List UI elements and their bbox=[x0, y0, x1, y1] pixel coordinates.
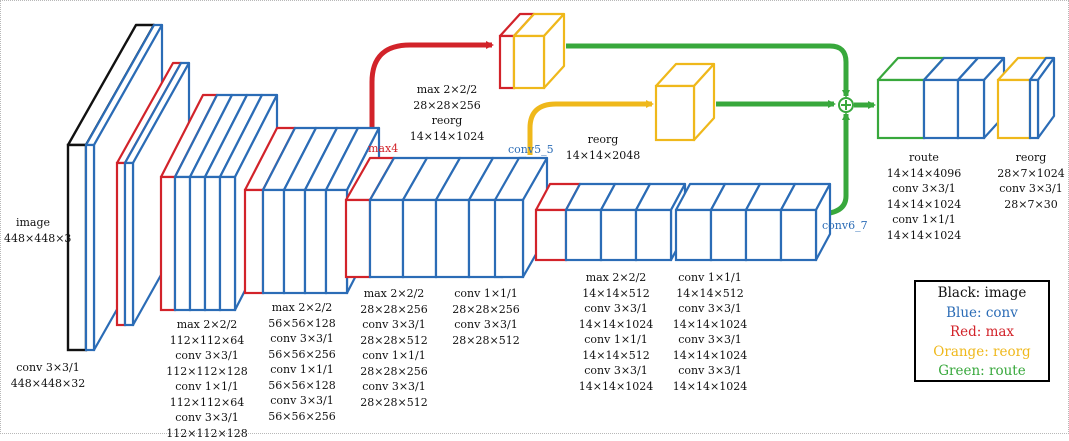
label-stage3b: conv 1×1/1 28×28×256 conv 3×3/1 28×28×51… bbox=[452, 287, 520, 347]
layer-blocks bbox=[66, 12, 1056, 352]
legend: Black: image Blue: conv Red: max Orange:… bbox=[914, 280, 1050, 382]
route-top-arrow bbox=[566, 43, 850, 98]
branch-reorg-block-top bbox=[512, 12, 566, 90]
max4-branch-arrow bbox=[369, 41, 494, 170]
branch-reorg-block-mid bbox=[654, 62, 716, 142]
legend-reorg: Orange: reorg bbox=[933, 343, 1031, 360]
label-stage3a: max 2×2/2 28×28×256 conv 3×3/1 28×28×512… bbox=[360, 287, 428, 409]
label-stage1: max 2×2/2 112×112×64 conv 3×3/1 112×112×… bbox=[166, 318, 248, 440]
tag-conv5-5: conv5_5 bbox=[508, 143, 554, 156]
stage4b-conv-block-1 bbox=[493, 156, 549, 279]
legend-conv: Blue: conv bbox=[946, 304, 1018, 321]
legend-route: Green: route bbox=[938, 363, 1026, 379]
stage5b-conv-block-4 bbox=[779, 182, 832, 262]
label-stage0: conv 3×3/1 448×448×32 bbox=[10, 361, 86, 390]
label-stage4b: conv 1×1/1 14×14×512 conv 3×3/1 14×14×10… bbox=[672, 271, 748, 393]
label-stage4a: max 2×2/2 14×14×512 conv 3×3/1 14×14×102… bbox=[578, 271, 654, 393]
legend-image: Black: image bbox=[937, 285, 1027, 301]
final-conv-block bbox=[1028, 56, 1056, 140]
label-branch-mid: reorg 14×14×2048 bbox=[565, 133, 641, 162]
legend-max: Red: max bbox=[949, 324, 1015, 340]
label-final: reorg 28×7×1024 conv 3×3/1 28×7×30 bbox=[997, 151, 1065, 211]
label-route: route 14×14×4096 conv 3×3/1 14×14×1024 c… bbox=[886, 151, 962, 242]
label-branch-top: max 2×2/2 28×28×256 reorg 14×14×1024 bbox=[409, 83, 485, 143]
tag-max4: max4 bbox=[368, 142, 399, 155]
tag-conv6-7: conv6_7 bbox=[822, 219, 868, 232]
conv5-branch-arrow bbox=[527, 100, 654, 155]
label-stage2: max 2×2/2 56×56×128 conv 3×3/1 56×56×256… bbox=[268, 301, 336, 423]
label-image: image 448×448×3 bbox=[4, 216, 72, 245]
route-plus-node bbox=[838, 97, 854, 113]
